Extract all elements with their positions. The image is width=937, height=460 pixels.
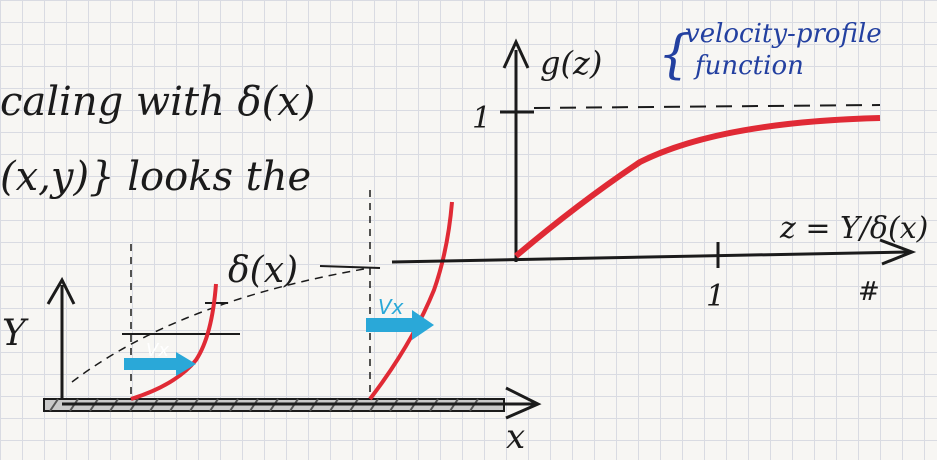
- velocity-profile-2: [368, 201, 454, 401]
- boundary-layer-thickness-curve: [71, 267, 371, 383]
- hash-mark: #: [858, 277, 880, 307]
- right-x-axis: [391, 250, 909, 264]
- right-y-axis-label: g(z): [540, 44, 602, 82]
- asymptote-dashed-line: [533, 104, 881, 109]
- right-y-axis-arrowhead: [502, 38, 530, 69]
- velocity-label-2: Vx: [378, 295, 404, 319]
- annotation-line-1: velocity-profile: [685, 19, 882, 49]
- left-y-axis-arrowhead: [46, 276, 76, 305]
- left-x-axis-label: x: [506, 417, 525, 457]
- note-line-1: caling with δ(x): [0, 79, 315, 125]
- velocity-label-1: Vx: [146, 340, 169, 361]
- right-x-axis-label: z = Y/δ(x): [779, 211, 928, 246]
- right-y-tick-label: 1: [472, 101, 491, 136]
- delta-leader-line: [319, 265, 381, 269]
- velocity-arrow-1-body: [124, 358, 179, 370]
- right-x-tick-label: 1: [706, 279, 725, 314]
- note-line-2: (x,y)} looks the: [0, 154, 311, 200]
- velocity-arrow-2-body: [366, 318, 416, 332]
- velocity-profile-1: [130, 283, 218, 401]
- velocity-arrow-2-head: [412, 310, 434, 340]
- left-y-axis-label: Y: [2, 313, 29, 354]
- boundary-layer-diagram: Y x δ(x) Vx Vx: [2, 190, 542, 457]
- velocity-arrow-1-head: [176, 352, 196, 376]
- delta-label: δ(x): [228, 250, 298, 291]
- velocity-profile-function-plot: g(z) z = Y/δ(x) # 1 1: [391, 38, 928, 314]
- annotation-line-2: function: [693, 51, 804, 81]
- left-x-axis-arrowhead: [505, 386, 542, 420]
- right-x-axis-arrowhead: [879, 238, 917, 266]
- annotation-brace: {: [658, 25, 691, 85]
- profile-function-curve: [514, 115, 881, 259]
